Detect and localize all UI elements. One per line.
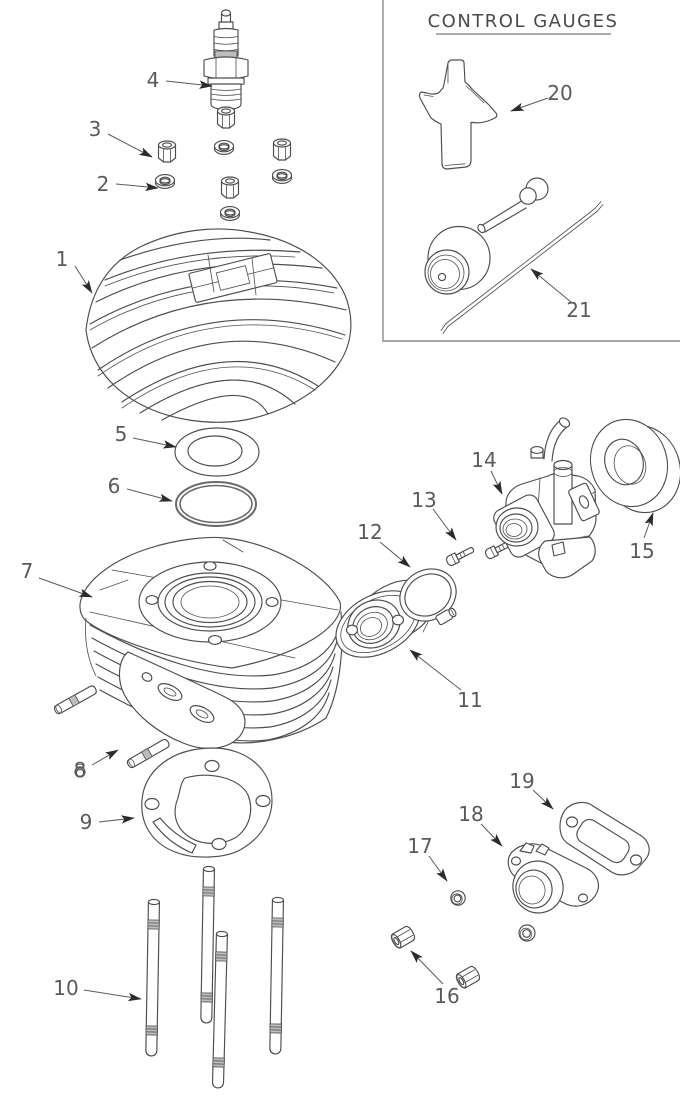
callout-label-21: 21 xyxy=(566,298,591,322)
callout-17: 17 xyxy=(407,834,448,882)
part-8-exhaust-studs xyxy=(52,684,171,778)
part-3-nut xyxy=(220,176,240,199)
callout-label-2: 2 xyxy=(97,172,110,196)
callout-4: 4 xyxy=(147,68,213,92)
part-18-exhaust-flange xyxy=(507,842,599,914)
part-12-hose-clamp xyxy=(399,568,457,626)
part-2-washer xyxy=(219,206,241,221)
callout-20: 20 xyxy=(510,81,573,112)
callout-label-16: 16 xyxy=(434,984,459,1008)
callout-label-13: 13 xyxy=(411,488,436,512)
callout-9: 9 xyxy=(80,810,135,834)
callout-label-14: 14 xyxy=(471,448,496,472)
part-3-nut xyxy=(157,140,177,163)
callout-11: 11 xyxy=(409,649,483,712)
callout-7: 7 xyxy=(21,559,93,598)
part-6-o-ring xyxy=(175,481,257,527)
callout-10: 10 xyxy=(53,976,142,1002)
callout-label-5: 5 xyxy=(115,422,128,446)
callout-label-12: 12 xyxy=(357,520,382,544)
part-9-base-gasket xyxy=(141,747,273,858)
callout-1: 1 xyxy=(56,247,93,294)
callout-label-8: 8 xyxy=(74,758,87,782)
callout-19: 19 xyxy=(509,769,554,810)
part-21-control-gauge-tool xyxy=(424,177,604,334)
callout-16: 16 xyxy=(410,950,460,1008)
callout-8: 8 xyxy=(74,749,119,782)
part-17-washer xyxy=(450,890,466,906)
callout-6: 6 xyxy=(108,474,173,502)
callouts: 1 2 3 4 5 6 7 8 xyxy=(21,68,655,1008)
callout-14: 14 xyxy=(471,448,503,495)
part-3-nut xyxy=(216,106,236,129)
part-1-cylinder-head xyxy=(85,228,352,423)
callout-15: 15 xyxy=(629,512,655,563)
part-4-spark-plug xyxy=(203,9,249,111)
part-20-control-gauge-plate xyxy=(418,59,498,170)
part-3-nut xyxy=(272,138,292,161)
head-nuts-and-washers xyxy=(154,106,293,221)
part-2-washer xyxy=(154,174,176,189)
callout-label-6: 6 xyxy=(108,474,121,498)
callout-label-9: 9 xyxy=(80,810,93,834)
part-2-washer xyxy=(271,169,293,184)
callout-label-19: 19 xyxy=(509,769,534,793)
part-11-intake-manifold xyxy=(335,579,436,658)
callout-21: 21 xyxy=(530,268,592,322)
callout-label-7: 7 xyxy=(21,559,34,583)
part-7-cylinder xyxy=(79,536,343,749)
callout-3: 3 xyxy=(89,117,153,158)
callout-13: 13 xyxy=(411,488,457,541)
callout-label-1: 1 xyxy=(56,247,69,271)
small-washer xyxy=(518,924,536,942)
part-5-head-gasket xyxy=(174,427,260,477)
callout-label-17: 17 xyxy=(407,834,432,858)
control-gauges-box: CONTROL GAUGES xyxy=(382,0,680,342)
part-19-exhaust-gasket xyxy=(559,801,650,876)
control-gauges-title: CONTROL GAUGES xyxy=(428,11,619,32)
callout-label-18: 18 xyxy=(458,802,483,826)
part-15-air-filter-ring xyxy=(589,418,680,514)
callout-label-15: 15 xyxy=(629,539,654,563)
part-16-spacers xyxy=(388,924,483,991)
part-14-carburetor xyxy=(493,417,600,579)
callout-18: 18 xyxy=(458,802,503,847)
part-10-cylinder-studs xyxy=(144,865,285,1089)
callout-label-10: 10 xyxy=(53,976,78,1000)
part-2-washer xyxy=(213,140,235,155)
callout-label-20: 20 xyxy=(547,81,572,105)
callout-label-11: 11 xyxy=(457,688,482,712)
callout-label-3: 3 xyxy=(89,117,102,141)
callout-12: 12 xyxy=(357,520,411,568)
callout-2: 2 xyxy=(97,172,159,196)
callout-5: 5 xyxy=(115,422,177,449)
callout-label-4: 4 xyxy=(147,68,160,92)
